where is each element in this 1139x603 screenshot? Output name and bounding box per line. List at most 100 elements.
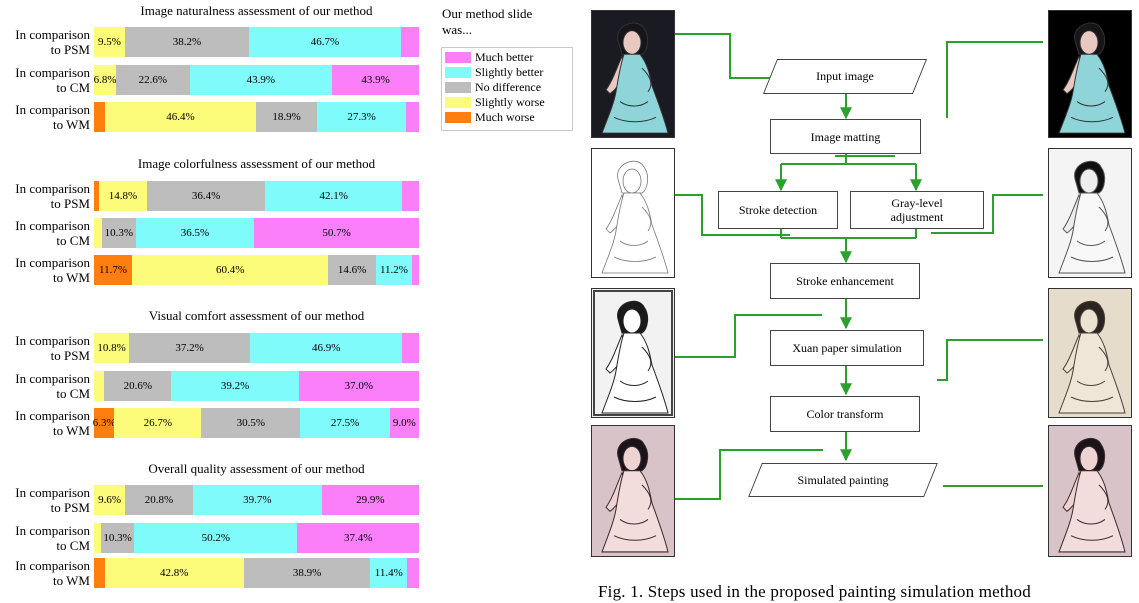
- flow-step-label: Simulated painting: [797, 472, 889, 487]
- flow-step-label: Input image: [816, 69, 874, 83]
- stroke-enhancement-thumbnail: [591, 288, 675, 418]
- legend-swatch: [445, 67, 471, 78]
- category-label-line: In comparison: [15, 408, 90, 423]
- data-label: 11.2%: [379, 264, 408, 276]
- data-label: 43.9%: [246, 74, 276, 86]
- data-label: 46.7%: [310, 36, 340, 48]
- bar-segment-slightly-better: 11.2%: [375, 255, 413, 285]
- flow-step-image-matting: Image matting: [770, 119, 921, 154]
- bar-segment-much-better: 29.9%: [321, 485, 419, 515]
- bar-segment-much-worse: [94, 558, 105, 588]
- flow-step-label: Stroke enhancement: [796, 274, 894, 288]
- category-label-line: In comparison: [15, 65, 90, 80]
- bar-segment-much-better: [402, 181, 419, 211]
- flow-step-stroke-detection: Stroke detection: [718, 191, 838, 229]
- flow-step-simulated-painting: Simulated painting: [748, 463, 938, 497]
- category-label-line: to CM: [56, 80, 90, 95]
- category-label-line: to WM: [53, 117, 90, 132]
- bar-segment-no-difference: 22.6%: [116, 65, 190, 95]
- bar-segment-slightly-better: 50.2%: [134, 523, 298, 553]
- data-label: 9.0%: [392, 417, 416, 429]
- data-label: 38.2%: [172, 36, 202, 48]
- bar-segment-no-difference: 10.3%: [100, 523, 135, 553]
- bar-segment-much-better: [400, 27, 419, 57]
- bar-segment-much-better: [412, 255, 419, 285]
- flow-step-input-image: Input image: [762, 59, 928, 94]
- category-label-line: to WM: [53, 573, 90, 588]
- bar-segment-no-difference: 20.6%: [104, 371, 172, 401]
- bar-segment-slightly-better: 43.9%: [189, 65, 333, 95]
- color-transform-thumbnail: [591, 425, 675, 557]
- data-label: 36.4%: [191, 190, 221, 202]
- flow-step-color-transform: Color transform: [770, 396, 920, 432]
- data-label: 30.5%: [236, 417, 265, 429]
- bar-segment-slightly-better: 46.9%: [249, 333, 403, 363]
- data-label: 11.4%: [374, 567, 403, 579]
- data-label: 10.3%: [104, 227, 134, 239]
- data-label: 14.6%: [337, 264, 367, 276]
- category-label-line: In comparison: [15, 255, 90, 270]
- bar-segment-slightly-worse: 60.4%: [132, 255, 329, 285]
- data-label: 29.9%: [356, 494, 385, 506]
- stacked-bar: 46.4%18.9%27.3%: [94, 102, 419, 132]
- data-label: 46.9%: [311, 342, 341, 354]
- bar-segment-no-difference: 14.6%: [328, 255, 376, 285]
- bar-segment-slightly-worse: 26.7%: [114, 408, 202, 438]
- data-label: 14.8%: [108, 190, 138, 202]
- stacked-bar: 14.8% 36.4% 42.1%: [94, 181, 419, 211]
- bar-segment-no-difference: 37.2%: [129, 333, 250, 363]
- bar-segment-slightly-worse: [94, 218, 103, 248]
- stacked-bar: 6.3%26.7%30.5%27.5%9.0%: [93, 408, 419, 438]
- chart-title: Image naturalness assessment of our meth…: [140, 3, 373, 18]
- data-label: 36.5%: [180, 227, 210, 239]
- data-label: 42.1%: [319, 190, 348, 202]
- flow-step-label-line-2: adjustment: [890, 210, 944, 224]
- stacked-bar: 9.5%38.2%46.7%: [94, 27, 419, 57]
- bar-segment-no-difference: 18.9%: [255, 102, 318, 132]
- flow-step-label: Xuan paper simulation: [792, 341, 902, 355]
- category-label-line: to CM: [56, 233, 90, 248]
- legend-swatch: [445, 112, 471, 123]
- data-label: 37.4%: [343, 532, 373, 544]
- matted-image-thumbnail: [1048, 10, 1132, 138]
- flow-step-gray-level-adjustment: Gray-level adjustment: [850, 191, 984, 229]
- bar-segment-much-better: 37.0%: [298, 371, 419, 401]
- data-label: 20.6%: [123, 380, 153, 392]
- bar-segment-much-worse: 11.7%: [94, 255, 133, 285]
- bar-segment-no-difference: 38.9%: [243, 558, 371, 588]
- bar-segment-slightly-worse: 6.8%: [94, 65, 117, 95]
- flow-step-label: Stroke detection: [738, 203, 818, 217]
- stroke-detection-thumbnail: [591, 148, 675, 278]
- figure-caption: Fig. 1. Steps used in the proposed paint…: [598, 582, 1031, 601]
- category-label-line: to PSM: [50, 42, 90, 57]
- category-label-line: In comparison: [15, 523, 90, 538]
- category-label-line: In comparison: [15, 181, 90, 196]
- bar-segment-no-difference: 10.3%: [102, 218, 136, 248]
- category-label-line: In comparison: [15, 485, 90, 500]
- legend-item-much-better: Much better: [442, 50, 572, 65]
- bar-segment-slightly-worse: 14.8%: [98, 181, 147, 211]
- legend-item-much-worse: Much worse: [442, 110, 572, 125]
- stacked-bar: 11.7%60.4% 14.6% 11.2%: [94, 255, 419, 285]
- data-label: 42.8%: [160, 567, 189, 579]
- bar-segment-slightly-worse: 46.4%: [105, 102, 256, 132]
- category-label-line: In comparison: [15, 218, 90, 233]
- legend-label: Slightly worse: [475, 95, 545, 109]
- legend-item-slightly-worse: Slightly worse: [442, 95, 572, 110]
- stacked-bar: 10.8%37.2% 46.9%: [94, 333, 419, 363]
- bar-segment-much-worse: [94, 102, 106, 132]
- category-label-line: to PSM: [50, 348, 90, 363]
- stacked-bar: 9.6%20.8%39.7%29.9%: [94, 485, 419, 515]
- data-label: 18.9%: [272, 111, 301, 123]
- bar-segment-slightly-worse: 9.6%: [94, 485, 126, 515]
- legend-label: No difference: [475, 80, 542, 94]
- data-label: 10.8%: [97, 342, 126, 354]
